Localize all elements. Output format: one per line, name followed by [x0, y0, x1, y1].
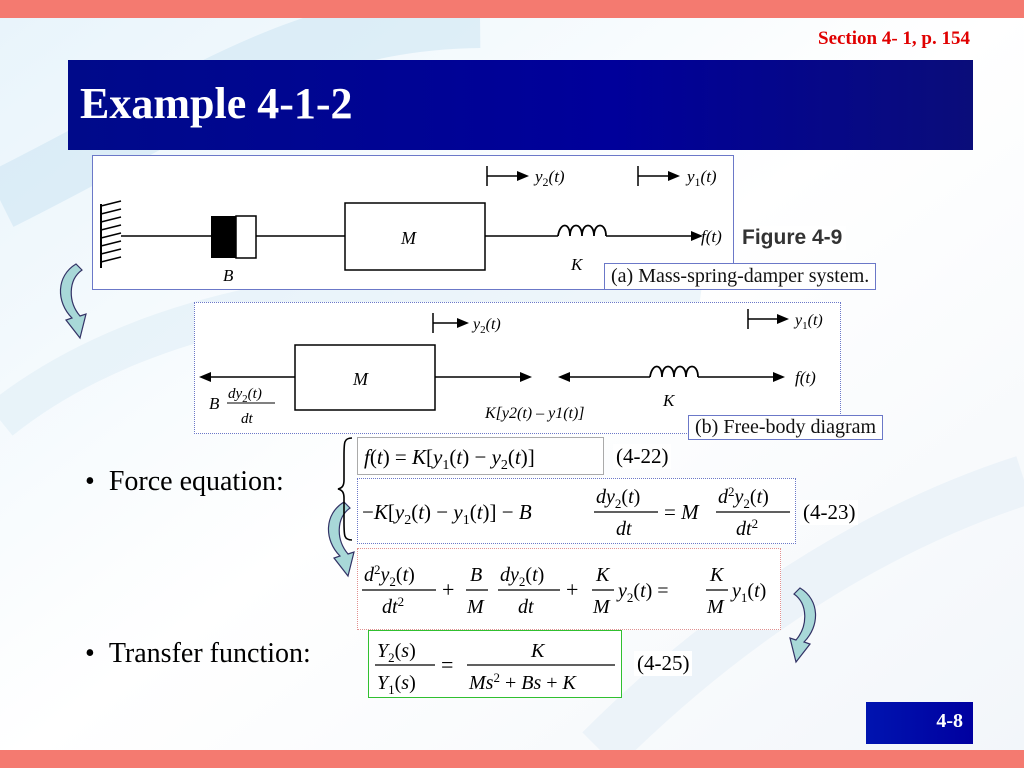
bullet-force-equation: • Force equation: — [85, 466, 284, 497]
damper-label: B — [223, 266, 234, 285]
eq24-t2-den: M — [466, 596, 485, 618]
force-label-b: f(t) — [795, 368, 816, 387]
equation-4-23-lhs: −K[y2(t) − y1(t)] − B — [362, 500, 532, 528]
equation-number-4-25: (4-25) — [634, 651, 693, 676]
equation-4-22: f(t) = K[y1(t) − y2(t)] — [357, 437, 604, 475]
force-equation-label: Force equation: — [108, 466, 284, 497]
eq25-lhs-den: Y1(s) — [377, 672, 416, 697]
y1-label-a: y1(t) — [685, 167, 717, 189]
equation-number-4-22: (4-22) — [613, 444, 672, 469]
spring-label-b: K — [662, 391, 676, 410]
top-accent-bar — [0, 0, 1024, 18]
figure-b-caption: (b) Free-body diagram — [688, 415, 884, 440]
eq25-rhs-den: Ms2 + Bs + K — [468, 670, 578, 694]
equation-4-23-frac1-num: dy2(t) — [596, 486, 640, 511]
curved-arrow-icon — [59, 263, 87, 340]
eq24-t3-den: dt — [518, 596, 534, 618]
eq24-t1-den: dt2 — [382, 594, 404, 618]
figure-a-caption: (a) Mass-spring-damper system. — [604, 263, 877, 290]
figure-b-free-body: B dy2(t) dt M K[y2(t) – y1(t)] K f(t) y2… — [194, 302, 841, 434]
eq24-y2: y2(t) = — [616, 580, 669, 605]
eq24-t4-den: M — [592, 596, 611, 618]
equation-4-25-render: Y2(s) Y1(s) = K Ms2 + Bs + K — [375, 640, 615, 697]
figure-number-label: Figure 4-9 — [738, 226, 847, 250]
equation-4-22-render: f(t) = K[y1(t) − y2(t)] — [364, 445, 535, 473]
damper-force-numerator: dy2(t) — [228, 386, 262, 405]
transfer-function-label: Transfer function: — [108, 638, 311, 669]
curved-arrow-icon-3 — [789, 587, 817, 664]
damper-force-denominator: dt — [241, 411, 254, 427]
bullet-transfer-function: • Transfer function: — [85, 638, 311, 669]
mass-label: M — [400, 228, 417, 248]
equation-4-23-eq: = M — [664, 500, 700, 524]
equation-number-4-23: (4-23) — [800, 500, 859, 525]
curved-arrow-icon-2 — [327, 501, 355, 578]
equation-4-25: Y2(s) Y1(s) = K Ms2 + Bs + K — [368, 630, 622, 698]
equation-4-24: d2y2(t) dt2 + B M dy2(t) dt + K M y2(t) … — [357, 548, 781, 630]
eq24-t3-num: dy2(t) — [500, 564, 544, 589]
eq25-equals: = — [441, 652, 453, 677]
eq24-t2-num: B — [470, 564, 482, 586]
page-number: 4-8 — [866, 702, 973, 744]
y2-label-b: y2(t) — [471, 316, 501, 336]
figure-a-diagram: B M K f(t) y2(t) y1(t) — [100, 166, 722, 285]
equation-4-23-frac1-den: dt — [616, 518, 632, 540]
equation-4-24-render: d2y2(t) dt2 + B M dy2(t) dt + K M y2(t) … — [362, 562, 766, 618]
eq24-t4-num: K — [595, 564, 611, 586]
eq25-rhs-num: K — [530, 640, 546, 662]
equation-4-22-text: f(t) = K[y1(t) − y2(t)] — [364, 445, 535, 473]
equation-4-23: −K[y2(t) − y1(t)] − B dy2(t) dt = M d2y2… — [357, 478, 796, 544]
bottom-accent-bar — [0, 750, 1024, 768]
equation-4-23-render: −K[y2(t) − y1(t)] − B dy2(t) dt = M d2y2… — [362, 484, 790, 540]
eq24-plus1: + — [442, 577, 454, 602]
eq24-t5-den: M — [706, 596, 725, 618]
spring-label: K — [570, 255, 584, 274]
spring-force-label: K[y2(t) – y1(t)] — [484, 405, 585, 422]
eq24-t1-num: d2y2(t) — [364, 562, 415, 589]
eq24-t5-num: K — [709, 564, 725, 586]
eq24-y1: y1(t) — [730, 580, 766, 605]
eq25-lhs-num: Y2(s) — [377, 640, 416, 665]
y2-label-a: y2(t) — [533, 167, 565, 189]
title-bar: Example 4-1-2 — [68, 60, 973, 150]
y1-label-b: y1(t) — [793, 312, 823, 332]
slide-title: Example 4-1-2 — [80, 79, 353, 128]
force-label: f(t) — [701, 227, 722, 246]
brace-icon — [337, 437, 353, 541]
equation-4-23-frac2-den: dt2 — [736, 516, 758, 540]
eq24-plus2: + — [566, 577, 578, 602]
section-reference: Section 4- 1, p. 154 — [818, 28, 970, 49]
equation-4-23-frac2-num: d2y2(t) — [718, 484, 769, 511]
figure-b-diagram: B dy2(t) dt M K[y2(t) – y1(t)] K f(t) y2… — [199, 309, 823, 427]
damper-force-B: B — [209, 394, 220, 413]
mass-label-b: M — [352, 369, 369, 389]
